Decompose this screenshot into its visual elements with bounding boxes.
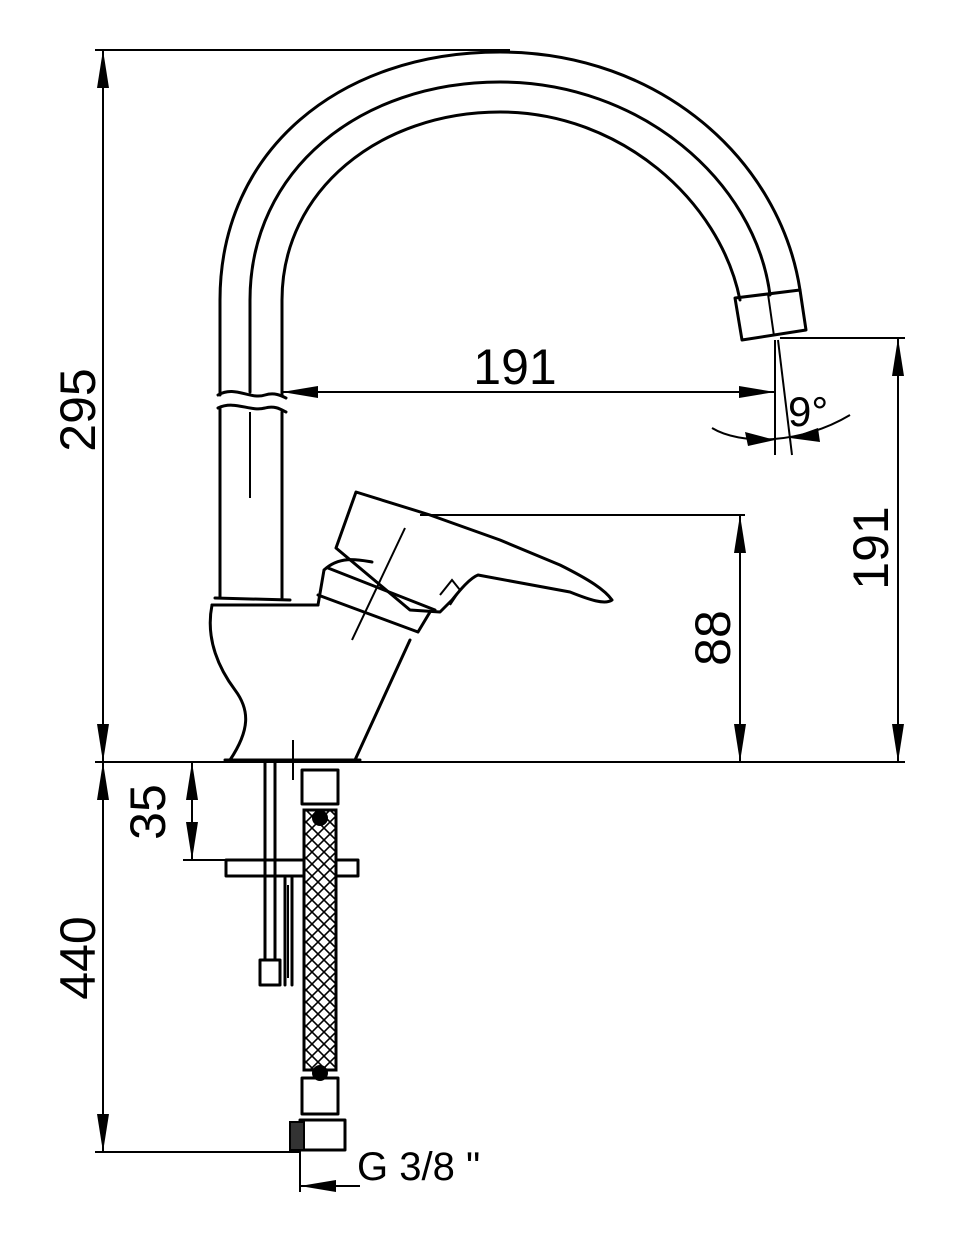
spout-middle xyxy=(248,80,772,394)
dim-thread: G 3/8 " xyxy=(357,1145,480,1189)
spout-inner xyxy=(280,110,742,397)
column-break-bottom xyxy=(216,403,288,414)
dim-deck-thickness: 35 xyxy=(120,784,176,840)
braided-hose xyxy=(302,808,338,1072)
under-deck xyxy=(224,760,360,1152)
hose-nut-top xyxy=(300,768,340,806)
dim-spout-angle: 9° xyxy=(788,388,828,435)
dim-spout-reach: 191 xyxy=(473,339,556,395)
dim-spout-height: 191 xyxy=(843,506,899,589)
column xyxy=(218,406,284,600)
collar xyxy=(210,596,320,607)
spout-outer xyxy=(218,50,802,397)
aerator xyxy=(733,288,808,342)
mounting-plate xyxy=(224,858,360,878)
column-break-top xyxy=(216,389,288,400)
lever-handle xyxy=(334,490,614,614)
dim-total-height: 295 xyxy=(50,368,106,451)
faucet-outline xyxy=(208,50,808,780)
dim-handle-height: 88 xyxy=(685,610,741,666)
hose-nut-bottom xyxy=(300,1076,340,1116)
dimension-lines xyxy=(95,49,905,1192)
connector xyxy=(298,1118,347,1152)
aerator-band xyxy=(767,293,775,337)
body xyxy=(208,558,412,762)
handle-cartridge xyxy=(316,566,437,634)
dim-hose-length: 440 xyxy=(50,916,106,999)
